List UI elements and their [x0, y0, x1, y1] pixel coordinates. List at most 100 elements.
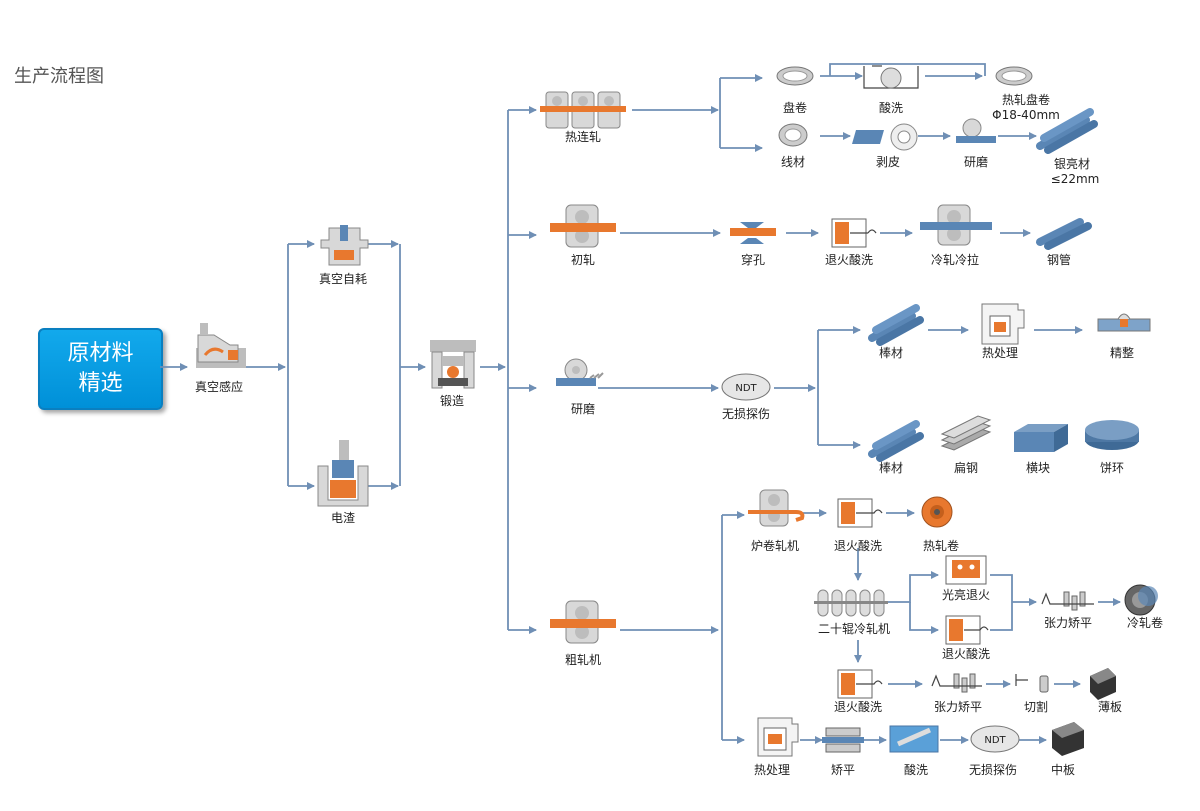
forging-press-icon [430, 340, 476, 389]
label-hot-continuous-rolling: 热连轧 [565, 129, 601, 144]
label-electroslag: 电渣 [331, 511, 355, 525]
blooming-mill-icon [550, 204, 616, 248]
anneal-pickle-line-icon-3 [945, 615, 989, 645]
anneal-pickle-line-icon [831, 218, 877, 248]
label-coil: 盘卷 [783, 100, 807, 115]
label-anneal-pickle-3: 退火酸洗 [942, 646, 990, 661]
tension-leveler-icon-2 [931, 673, 982, 693]
finishing-station-icon [1097, 313, 1151, 332]
label-tension-level-1: 张力矫平 [1044, 615, 1092, 630]
forged-block-icon [1014, 424, 1068, 452]
label-hot-rolled-roll: 热轧卷 [923, 538, 959, 553]
label-ndt-2: 无损探伤 [969, 763, 1017, 777]
label-wire: 线材 [781, 155, 805, 169]
label-grinding-1: 研磨 [571, 402, 595, 416]
ndt-badge-label: NDT [735, 383, 757, 394]
bar-bundle-icon-2 [868, 420, 924, 462]
vacuum-arc-remelting-icon [320, 225, 369, 266]
label-bright-anneal: 光亮退火 [942, 587, 990, 602]
label-finishing: 精整 [1110, 345, 1134, 360]
piercing-icon [730, 222, 776, 244]
hot-rolled-roll-icon [921, 496, 953, 528]
raw-material-line2: 精选 [78, 371, 123, 396]
bright-annealing-furnace-icon [945, 555, 987, 585]
raw-material-line1: 原材料 [67, 341, 134, 366]
flat-steel-stack-icon [940, 415, 992, 451]
connector-lines [160, 63, 1121, 744]
label-cake-ring: 饼环 [1100, 461, 1124, 475]
node-labels: 真空感应 真空自耗 电渣 锻造 热连轧 初轧 研磨 粗轧机 盘卷 酸洗 热轧盘卷… [195, 92, 1163, 777]
label-heat-treatment-1: 热处理 [982, 346, 1018, 360]
label-forging: 锻造 [440, 394, 464, 408]
label-pickling-1: 酸洗 [879, 100, 903, 115]
rough-rolling-mill-icon [550, 600, 616, 644]
grinding-wheel-icon [556, 358, 604, 386]
label-hot-rolled-coil-line1: 热轧盘卷 [1002, 92, 1050, 107]
electroslag-remelting-icon [317, 440, 369, 507]
label-grinding-2: 研磨 [964, 155, 988, 169]
peeling-icon [852, 123, 918, 151]
label-tension-level-2: 张力矫平 [934, 699, 982, 714]
anneal-pickle-line-icon-2 [837, 498, 883, 528]
cutting-tool-icon [1015, 674, 1049, 693]
label-cold-roll-draw: 冷轧冷拉 [931, 252, 979, 267]
label-bar-2: 棒材 [879, 461, 903, 475]
label-anneal-pickle-4: 退火酸洗 [834, 699, 882, 714]
ndt-badge-icon: NDT [721, 373, 771, 401]
label-bright-bar-line2: ≤22mm [1051, 172, 1100, 186]
label-ndt-1: 无损探伤 [722, 407, 770, 421]
label-steckel-mill: 炉卷轧机 [751, 538, 799, 553]
label-rough-rolling: 粗轧机 [565, 653, 601, 667]
label-bar-1: 棒材 [879, 346, 903, 360]
label-steel-pipe: 钢管 [1047, 252, 1071, 267]
label-hot-rolled-coil-line2: Φ18-40mm [992, 108, 1060, 122]
hot-rolled-coil-icon [995, 66, 1033, 86]
label-block: 横块 [1026, 461, 1050, 475]
label-thin-plate: 薄板 [1098, 699, 1122, 714]
wire-rod-icon [778, 123, 808, 147]
cold-rolling-drawing-icon [920, 204, 992, 246]
grinding-machine-icon [956, 118, 996, 143]
label-heat-treatment-2: 热处理 [754, 763, 790, 777]
tension-leveler-icon [1041, 591, 1094, 611]
bar-bundle-icon [868, 304, 924, 346]
pickling-tank-icon-2 [889, 725, 939, 753]
label-piercing: 穿孔 [741, 252, 765, 267]
label-vacuum-induction: 真空感应 [195, 379, 243, 394]
twenty-high-mill-icon [814, 589, 888, 617]
thin-plate-icon [1090, 668, 1116, 700]
label-cold-rolled-coil: 冷轧卷 [1127, 615, 1163, 630]
label-blooming: 初轧 [571, 253, 595, 267]
label-pickling-2: 酸洗 [904, 762, 928, 777]
pickling-tank-icon [863, 65, 919, 89]
steckel-mill-icon [748, 489, 805, 527]
hot-continuous-rolling-mill-icon [540, 91, 626, 129]
forged-ring-icon [1085, 420, 1139, 450]
label-medium-plate: 中板 [1051, 762, 1075, 777]
label-anneal-pickle-1: 退火酸洗 [825, 252, 873, 267]
label-bright-bar-line1: 银亮材 [1054, 156, 1090, 171]
vacuum-induction-furnace-icon [196, 323, 246, 368]
diagram-title: 生产流程图 [14, 66, 104, 87]
ndt-badge-icon-2: NDT [970, 725, 1020, 753]
raw-material-box: 原材料 精选 [38, 328, 163, 410]
label-twenty-high-mill: 二十辊冷轧机 [818, 622, 890, 636]
anneal-pickle-line-icon-4 [837, 669, 883, 699]
medium-plate-icon [1052, 722, 1084, 756]
label-peeling: 剥皮 [876, 155, 900, 169]
bright-bar-bundle-icon [1036, 108, 1098, 154]
cold-rolled-coil-icon [1124, 584, 1158, 616]
heat-treatment-furnace-icon-2 [757, 717, 799, 757]
straightening-machine-icon [822, 727, 864, 753]
label-straightening: 矫平 [831, 762, 855, 777]
heat-treatment-furnace-icon [981, 303, 1025, 345]
label-vacuum-consumable: 真空自耗 [319, 272, 367, 286]
wire-coil-icon [776, 66, 814, 86]
ndt-badge-label-2: NDT [984, 735, 1006, 746]
label-cutting: 切割 [1024, 699, 1048, 714]
label-anneal-pickle-2: 退火酸洗 [834, 538, 882, 553]
steel-pipe-bundle-icon [1036, 218, 1092, 250]
label-flat-steel: 扁钢 [954, 461, 978, 475]
